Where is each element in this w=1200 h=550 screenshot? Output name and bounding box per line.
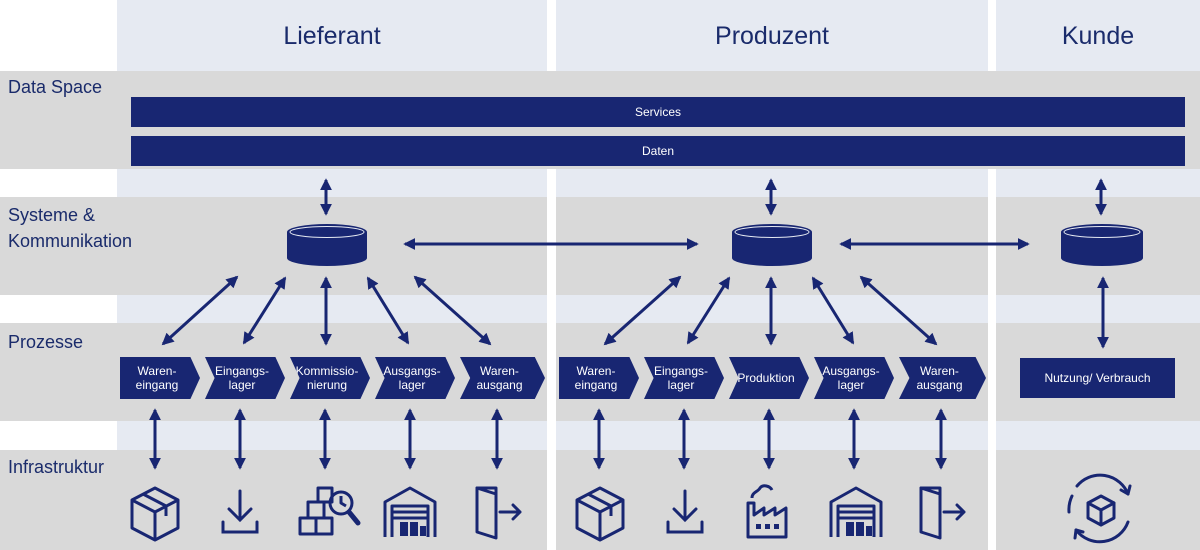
recycle-package-icon bbox=[1067, 473, 1132, 544]
arrow-supplier-system-process bbox=[366, 276, 410, 345]
column-separator bbox=[547, 170, 556, 550]
column-title-customer: Kunde bbox=[1061, 22, 1135, 50]
process-supplier-picking: Kommissio- nierung bbox=[290, 357, 370, 399]
process-producer-goods-issue: Waren- ausgang bbox=[899, 357, 986, 399]
process-customer-usage: Nutzung/ Verbrauch bbox=[1020, 358, 1175, 398]
arrow-producer-system-process bbox=[603, 275, 682, 346]
row-label-infrastructure: Infrastruktur bbox=[8, 457, 105, 477]
arrow-producer-system-process bbox=[811, 276, 855, 345]
process-producer-inbound-storage: Eingangs- lager bbox=[644, 357, 724, 399]
column-separator bbox=[988, 170, 996, 550]
process-supplier-inbound-storage: Eingangs- lager bbox=[205, 357, 285, 399]
factory-icon bbox=[746, 484, 788, 539]
column-title-supplier: Lieferant bbox=[283, 22, 381, 50]
download-icon bbox=[221, 489, 259, 534]
warehouse-boxes-icon bbox=[846, 522, 872, 536]
arrow-producer-system-process bbox=[686, 276, 731, 345]
warehouse-icon bbox=[829, 486, 883, 537]
package-icon bbox=[130, 486, 180, 542]
arrow-supplier-system-process bbox=[242, 276, 287, 345]
column-title-producer: Produzent bbox=[715, 22, 829, 50]
arrow-supplier-system-process bbox=[413, 275, 492, 346]
process-producer-outbound-storage: Ausgangs- lager bbox=[814, 357, 894, 399]
process-producer-goods-receipt: Waren- eingang bbox=[559, 357, 639, 399]
services-bar: Services bbox=[131, 97, 1185, 127]
row-label-data-space: Data Space bbox=[8, 77, 103, 97]
database-icon-producer bbox=[732, 224, 812, 266]
row-label-systems-line2: Kommunikation bbox=[8, 231, 133, 251]
database-icon-customer bbox=[1061, 224, 1143, 266]
row-label-systems: Systeme & Kommunikation bbox=[8, 202, 132, 254]
process-producer-production: Produktion bbox=[729, 357, 809, 399]
factory-windows-icon bbox=[756, 524, 779, 529]
arrow-supplier-system-process bbox=[161, 275, 239, 346]
warehouse-boxes-icon bbox=[400, 522, 426, 536]
download-icon bbox=[666, 489, 704, 534]
exit-icon bbox=[475, 486, 522, 540]
database-icon-supplier bbox=[287, 224, 367, 266]
arrow-producer-system-process bbox=[859, 275, 938, 346]
package-icon bbox=[575, 486, 625, 542]
process-supplier-outbound-storage: Ausgangs- lager bbox=[375, 357, 455, 399]
process-supplier-goods-receipt: Waren- eingang bbox=[120, 357, 200, 399]
data-bar: Daten bbox=[131, 136, 1185, 166]
row-label-systems-line1: Systeme & bbox=[8, 205, 96, 225]
picking-icon bbox=[298, 486, 361, 536]
row-label-processes: Prozesse bbox=[8, 332, 84, 352]
warehouse-icon bbox=[383, 486, 437, 537]
exit-icon bbox=[919, 486, 966, 540]
process-supplier-goods-issue: Waren- ausgang bbox=[460, 357, 545, 399]
